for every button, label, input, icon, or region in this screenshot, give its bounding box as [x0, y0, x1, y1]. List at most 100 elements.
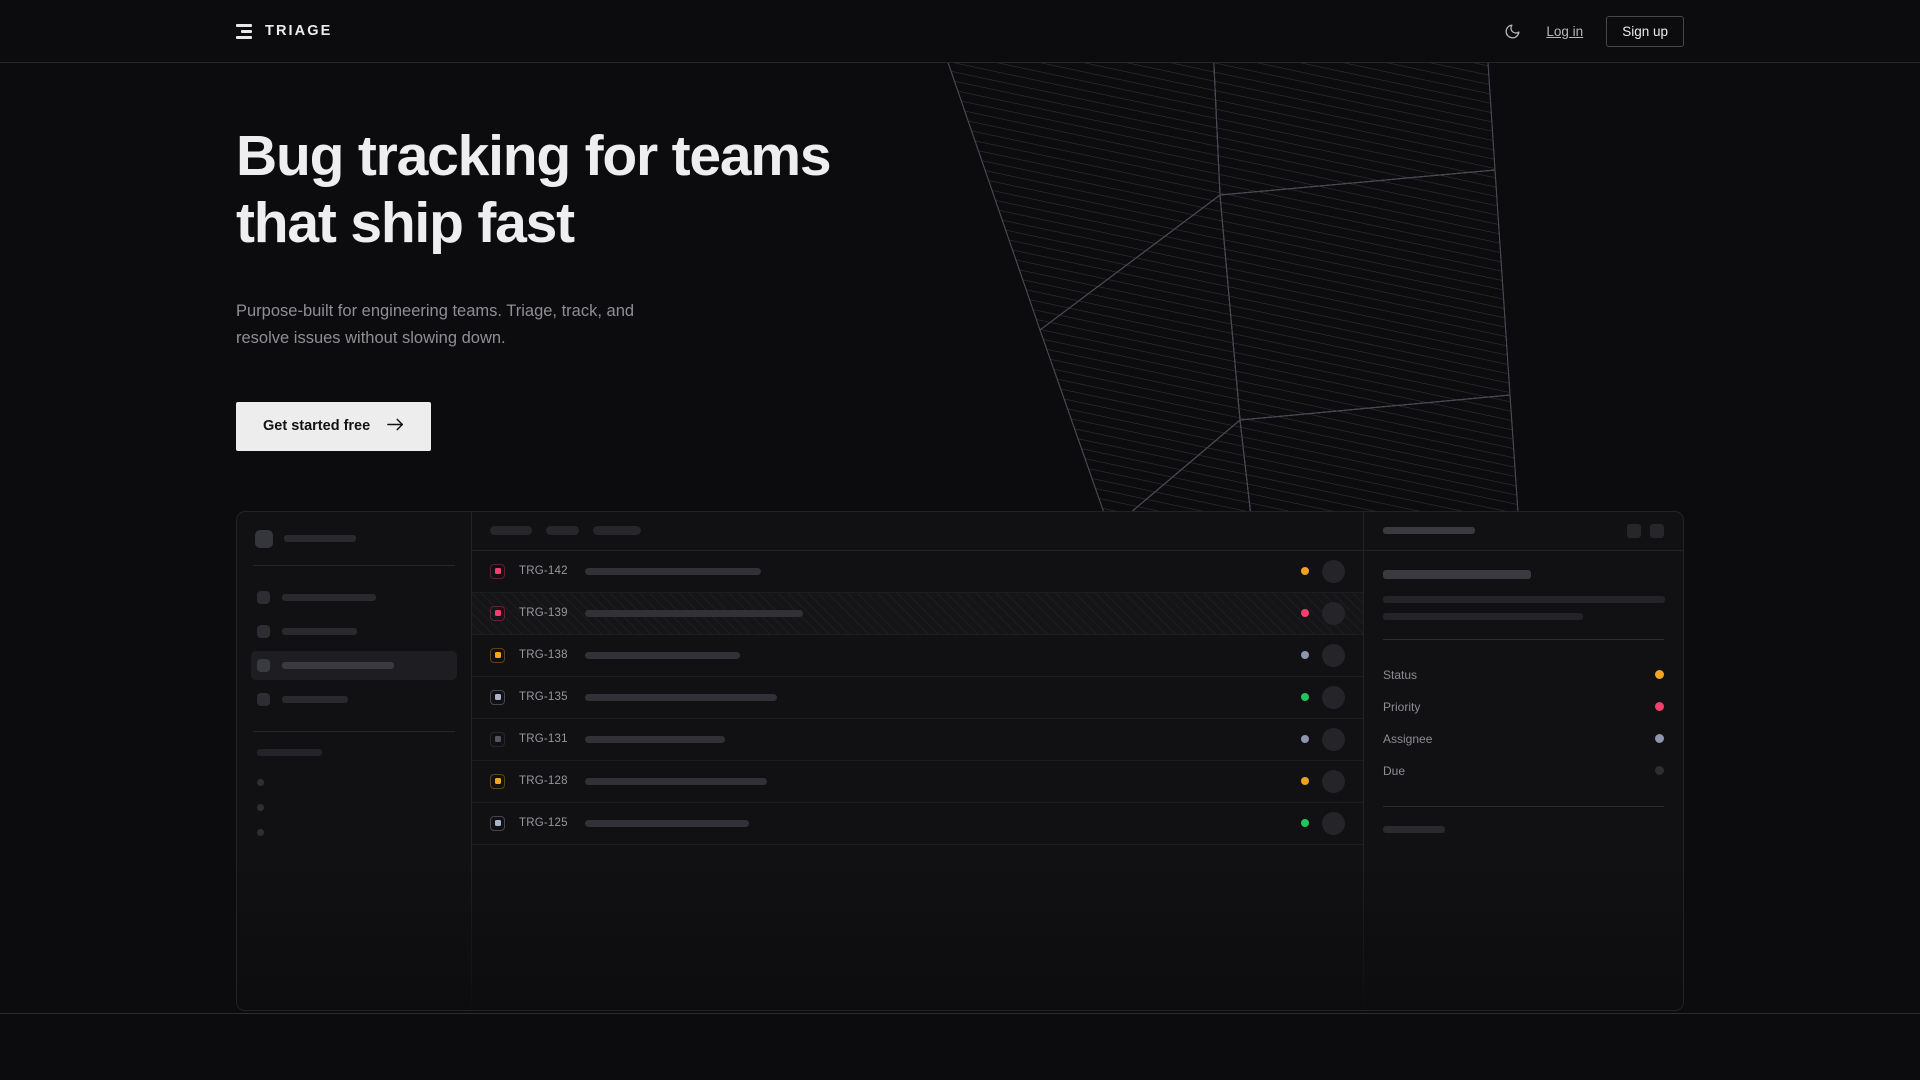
issue-id: TRG-131	[519, 733, 568, 746]
detail-action-2-button[interactable]	[1650, 523, 1664, 538]
issue-title-skeleton	[585, 651, 740, 659]
sidebar-sub-dot-icon	[257, 803, 264, 811]
priority-badge-icon[interactable]	[490, 605, 505, 621]
issue-list-toolbar	[472, 512, 1363, 551]
detail-meta-assignee[interactable]: Assignee	[1383, 723, 1664, 755]
detail-meta-value-dot-icon	[1655, 702, 1664, 712]
table-row[interactable]: TRG-125	[472, 803, 1363, 845]
toolbar-filter-pill-2[interactable]	[546, 526, 579, 536]
hero-headline: Bug tracking for teams that ship fast	[236, 124, 832, 255]
table-row[interactable]: TRG-128	[472, 761, 1363, 803]
workspace-switcher[interactable]	[251, 528, 457, 548]
status-dot-icon[interactable]	[1301, 651, 1309, 660]
workspace-name-skeleton	[284, 535, 356, 543]
assignee-avatar[interactable]	[1322, 685, 1345, 709]
table-row[interactable]: TRG-142	[472, 551, 1363, 593]
detail-body-line-skeleton-2	[1383, 612, 1583, 620]
priority-badge-icon[interactable]	[490, 563, 505, 579]
status-dot-icon[interactable]	[1301, 567, 1309, 576]
issue-id: TRG-135	[519, 691, 568, 704]
page-footer-divider	[0, 1013, 1920, 1014]
status-dot-icon[interactable]	[1301, 693, 1309, 702]
sidebar-nav-label-skeleton	[282, 695, 348, 703]
assignee-avatar[interactable]	[1322, 727, 1345, 751]
assignee-avatar[interactable]	[1322, 811, 1345, 835]
table-row[interactable]: TRG-131	[472, 719, 1363, 761]
detail-meta-priority[interactable]: Priority	[1383, 691, 1664, 723]
table-row[interactable]: TRG-138	[472, 635, 1363, 677]
priority-badge-icon[interactable]	[490, 731, 505, 747]
sidebar-nav-label-skeleton	[282, 593, 376, 601]
assignee-avatar[interactable]	[1322, 601, 1345, 625]
workspace-avatar-icon	[255, 529, 273, 548]
detail-body-line-skeleton-1	[1383, 595, 1665, 603]
sidebar-divider-bottom	[253, 730, 455, 732]
detail-meta-label: Priority	[1383, 699, 1421, 714]
detail-meta-value-dot-icon	[1655, 734, 1664, 744]
detail-panel-header	[1364, 512, 1683, 551]
priority-badge-icon[interactable]	[490, 647, 505, 663]
moon-icon[interactable]	[1501, 20, 1523, 42]
table-row[interactable]: TRG-135	[472, 677, 1363, 719]
hero-section: Bug tracking for teams that ship fast Pu…	[0, 63, 1920, 451]
sidebar-nav-icon	[257, 658, 270, 672]
brand-logo[interactable]: TRIAGE	[236, 23, 332, 39]
detail-comment-2[interactable]	[1383, 865, 1664, 883]
detail-activity-divider	[1383, 805, 1664, 807]
get-started-button[interactable]: Get started free	[236, 401, 432, 451]
status-dot-icon[interactable]	[1301, 735, 1309, 744]
detail-meta-value-dot-icon	[1655, 670, 1664, 680]
priority-badge-icon[interactable]	[490, 773, 505, 789]
sidebar-sub-item-2[interactable]	[251, 795, 457, 820]
status-dot-icon[interactable]	[1301, 819, 1309, 828]
issue-title-skeleton	[585, 693, 777, 701]
signup-button[interactable]: Sign up	[1606, 15, 1684, 47]
sidebar-nav-icon	[257, 624, 270, 638]
issue-title-skeleton	[585, 735, 725, 743]
sidebar-nav-label-skeleton	[282, 627, 357, 635]
hero-subheadline: Purpose-built for engineering teams. Tri…	[236, 302, 635, 348]
assignee-avatar[interactable]	[1322, 643, 1345, 667]
activity-label-skeleton	[1383, 825, 1445, 833]
issue-id: TRG-138	[519, 649, 568, 662]
detail-body-skeletons	[1383, 595, 1665, 620]
detail-action-buttons	[1627, 523, 1664, 538]
sidebar-sub-dot-icon	[257, 828, 264, 836]
detail-title-skeleton	[1383, 569, 1531, 579]
sidebar-nav-item-2[interactable]	[251, 617, 457, 646]
detail-action-1-button[interactable]	[1627, 523, 1641, 538]
detail-meta-label: Assignee	[1383, 731, 1433, 746]
sidebar-nav-item-1[interactable]	[251, 583, 457, 612]
detail-meta-label: Due	[1383, 763, 1406, 778]
sidebar-nav-item-3[interactable]	[251, 650, 457, 680]
assignee-avatar[interactable]	[1322, 769, 1345, 793]
sidebar-sub-item-1[interactable]	[251, 770, 457, 795]
assignee-avatar[interactable]	[1322, 559, 1345, 583]
status-dot-icon[interactable]	[1301, 609, 1309, 618]
issue-id: TRG-128	[519, 775, 568, 788]
detail-comment-list	[1383, 847, 1664, 883]
sidebar-sub-item-3[interactable]	[251, 820, 457, 845]
detail-meta-status[interactable]: Status	[1383, 659, 1664, 691]
issue-title-skeleton	[585, 567, 761, 575]
priority-badge-icon[interactable]	[490, 815, 505, 831]
issue-title-skeleton	[585, 819, 749, 827]
detail-header-skeleton	[1383, 527, 1475, 535]
detail-meta-due[interactable]: Due	[1383, 755, 1664, 787]
login-link[interactable]: Log in	[1546, 23, 1584, 39]
issue-title-skeleton	[585, 777, 767, 785]
toolbar-filter-pill-3[interactable]	[593, 526, 641, 536]
detail-comment-1[interactable]	[1383, 847, 1664, 865]
sidebar-nav-item-4[interactable]	[251, 685, 457, 714]
priority-badge-icon[interactable]	[490, 689, 505, 705]
toolbar-filter-pill-1[interactable]	[490, 526, 532, 536]
status-dot-icon[interactable]	[1301, 777, 1309, 786]
issue-id: TRG-139	[519, 607, 568, 620]
table-row[interactable]: TRG-139	[472, 592, 1363, 635]
